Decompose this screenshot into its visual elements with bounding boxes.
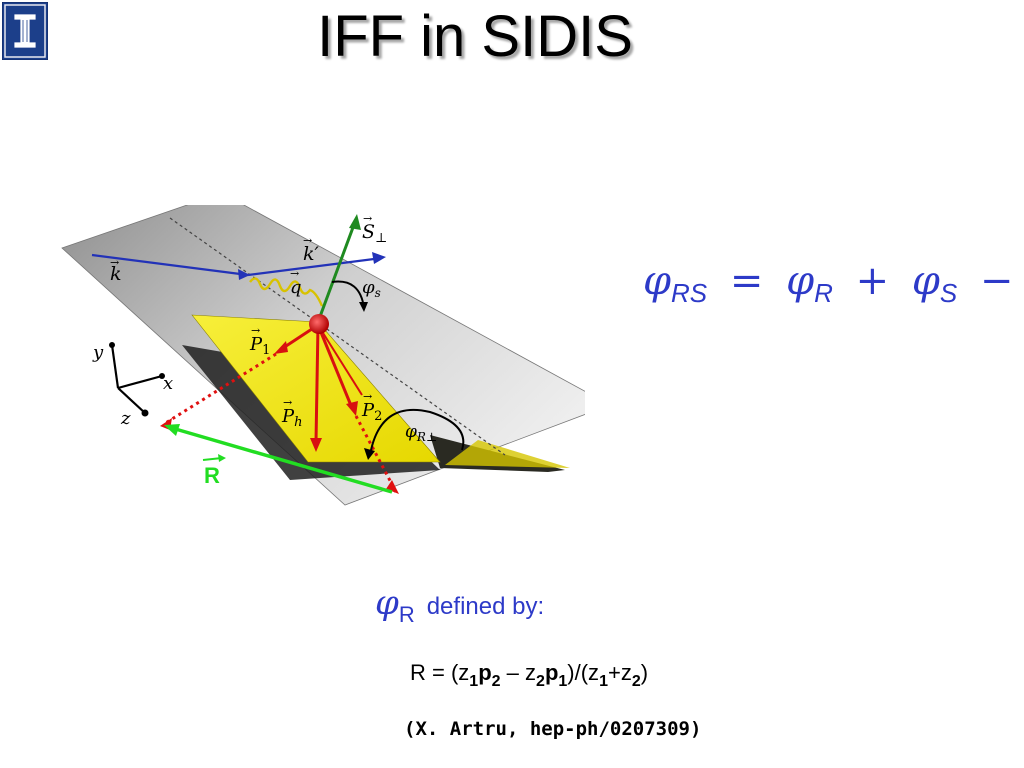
ph-arrow — [314, 324, 320, 443]
phi-s-symbol: φ — [911, 258, 940, 304]
axis-x-line — [117, 374, 163, 390]
page-title: IFF in SIDIS — [0, 0, 950, 74]
axis-z-end — [141, 409, 149, 417]
reference-citation: (X. Artru, hep-ph/0207309) — [404, 718, 702, 740]
k-prime-label-arrow: → — [303, 234, 312, 247]
hadron-plane-tail-yellow — [445, 440, 570, 468]
rdef-s3: 2 — [536, 673, 545, 690]
rdef-s5: 1 — [599, 673, 608, 690]
phi-s-subscript: S — [939, 278, 958, 308]
phi-r-perp-arc-head — [364, 448, 375, 460]
p1-arrow-head — [274, 341, 288, 354]
phi-s-arc-head — [359, 302, 368, 312]
plane-axis-dashed — [169, 217, 506, 456]
axis-y-end — [109, 342, 115, 348]
axis-y-line — [110, 344, 120, 389]
s-perp-label: S⊥ — [362, 221, 387, 246]
p1-label: P1 — [249, 334, 270, 358]
equals-sign: = — [729, 258, 764, 304]
p-extra-arrow — [317, 324, 363, 396]
r-vector-arrow-head — [164, 424, 180, 436]
rdef-s6: 2 — [631, 673, 641, 690]
rdef-mid: – z — [500, 660, 537, 685]
axis-z-line — [117, 387, 146, 414]
k-label: k — [110, 263, 122, 285]
r-end-marker — [386, 480, 399, 494]
interaction-vertex — [309, 314, 329, 334]
s-perp-arrow-head — [349, 214, 361, 230]
rdef-mid2: )/(z — [567, 660, 600, 685]
phi-rs-symbol: φ — [643, 258, 672, 304]
sidis-kinematics-diagram: k → k′ → q → S⊥ → φs P1 → Ph → P2 → φR⊥ … — [61, 205, 585, 506]
phi-rs-formula: φRS = φR + φS − π — [643, 258, 1024, 309]
phi-r-symbol: φ — [786, 258, 815, 304]
q-photon — [249, 277, 324, 307]
k-label-arrow: → — [110, 256, 119, 269]
axis-x-label: x — [163, 373, 173, 394]
p1-label-arrow: → — [251, 324, 260, 337]
plus-sign: + — [855, 258, 890, 304]
r-vector-label-arrow-head — [218, 454, 226, 462]
k-prime-arrow — [247, 256, 383, 277]
page-title-text: IFF in SIDIS — [317, 4, 633, 69]
p2-label-arrow: → — [363, 390, 372, 403]
phi-s-label: φs — [362, 277, 381, 300]
p2-label: P2 — [361, 400, 382, 424]
ph-arrow-head — [310, 438, 322, 452]
k-arrow-head — [238, 269, 250, 280]
minus-sign: − — [979, 258, 1014, 304]
axis-x-end — [159, 373, 165, 379]
axis-y-label: y — [92, 342, 104, 363]
rdef-plus: +z — [607, 660, 632, 685]
phi-r-perp-arc — [369, 408, 465, 456]
q-label-arrow: → — [290, 267, 299, 280]
s-perp-arrow — [316, 221, 357, 323]
rdef-s1: 1 — [469, 673, 479, 690]
phi-r-def-symbol: φ — [375, 583, 399, 623]
rdef-prefix: R = (z — [410, 660, 470, 685]
university-logo-icon — [2, 2, 48, 60]
ph-label: Ph — [281, 406, 303, 430]
rdef-s2: 2 — [491, 673, 501, 690]
k-prime-label: k′ — [303, 243, 320, 265]
r-definition-formula: R = (z1p2 – z2p1)/(z1+z2) — [410, 660, 648, 691]
phi-rs-subscript: RS — [671, 278, 708, 308]
rdef-p1: p — [544, 660, 559, 685]
s-perp-label-arrow: → — [363, 212, 372, 225]
p2-dotted-line — [354, 415, 398, 493]
q-label: q — [290, 277, 302, 298]
rdef-p2: p — [478, 660, 492, 685]
p2-arrow-head — [346, 401, 358, 416]
rdef-s4: 1 — [558, 673, 568, 690]
axis-z-label: z — [120, 408, 131, 429]
p1-dotted-line — [163, 352, 277, 426]
phi-r-subscript: R — [814, 278, 833, 308]
k-prime-arrow-head — [372, 252, 386, 264]
phi-r-def-text: defined by: — [426, 593, 545, 620]
phi-r-perp-label: φR⊥ — [405, 422, 437, 444]
ph-label-arrow: → — [283, 396, 292, 409]
p2-arrow — [316, 324, 354, 409]
phi-r-def-subscript: R — [398, 602, 415, 627]
k-arrow — [91, 253, 249, 277]
rdef-end: ) — [640, 660, 649, 685]
r-vector-label: R — [204, 463, 220, 488]
r-vector-arrow — [171, 426, 393, 494]
